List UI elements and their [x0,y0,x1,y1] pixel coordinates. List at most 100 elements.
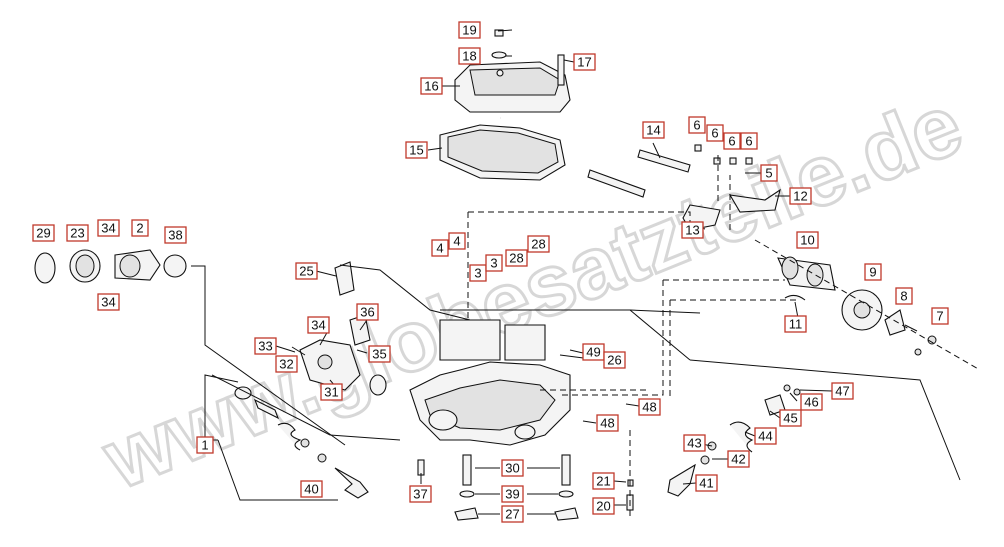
callout-23[interactable]: 23 [66,224,89,242]
svg-text:28: 28 [509,251,523,266]
svg-text:17: 17 [577,55,591,70]
callout-38[interactable]: 38 [164,226,187,244]
callout-16[interactable]: 16 [420,77,443,95]
callout-6c[interactable]: 6 [723,132,741,150]
svg-text:16: 16 [424,79,438,94]
svg-text:35: 35 [372,347,386,362]
svg-text:25: 25 [299,264,313,279]
svg-text:33: 33 [258,339,272,354]
callout-1[interactable]: 1 [196,436,214,454]
callout-33[interactable]: 33 [254,337,277,355]
callout-29[interactable]: 29 [32,224,55,242]
svg-text:21: 21 [596,474,610,489]
svg-text:13: 13 [685,223,699,238]
callout-20[interactable]: 20 [592,497,615,515]
callout-45[interactable]: 45 [779,409,802,427]
svg-text:29: 29 [36,226,50,241]
callout-42[interactable]: 42 [727,450,750,468]
callout-7[interactable]: 7 [931,307,949,325]
callout-8[interactable]: 8 [895,287,913,305]
callout-12[interactable]: 12 [789,187,812,205]
callout-34a[interactable]: 34 [97,219,120,237]
callout-15[interactable]: 15 [405,141,428,159]
callout-32[interactable]: 32 [275,355,298,373]
callout-28b[interactable]: 28 [527,235,550,253]
svg-text:2: 2 [136,221,143,236]
callout-14[interactable]: 14 [642,121,665,139]
svg-text:4: 4 [453,234,460,249]
svg-text:6: 6 [693,118,700,133]
svg-text:32: 32 [279,357,293,372]
callout-19[interactable]: 19 [458,21,481,39]
callout-40[interactable]: 40 [300,480,323,498]
callout-43[interactable]: 43 [683,434,706,452]
svg-text:10: 10 [800,233,814,248]
svg-text:19: 19 [462,23,476,38]
callout-6b[interactable]: 6 [706,124,724,142]
callout-34c[interactable]: 34 [307,316,330,334]
callout-25[interactable]: 25 [295,262,318,280]
svg-text:12: 12 [793,189,807,204]
callout-34b[interactable]: 34 [97,293,120,311]
svg-text:48: 48 [600,416,614,431]
callout-35[interactable]: 35 [368,345,391,363]
callout-4a[interactable]: 4 [431,239,449,257]
callout-31[interactable]: 31 [320,383,343,401]
callout-46[interactable]: 46 [800,393,823,411]
callout-48a[interactable]: 48 [638,398,661,416]
cylinder-head [409,319,571,446]
svg-text:14: 14 [646,123,660,138]
callout-18[interactable]: 18 [458,47,481,65]
callout-6a[interactable]: 6 [688,116,706,134]
callout-3a[interactable]: 3 [469,264,487,282]
rocker-group [587,144,781,231]
callout-27[interactable]: 27 [501,505,524,523]
callout-11[interactable]: 11 [784,315,807,333]
svg-text:46: 46 [804,395,818,410]
valve-cover-group [439,29,571,181]
svg-text:34: 34 [101,295,115,310]
callout-6d[interactable]: 6 [740,132,758,150]
callout-44[interactable]: 44 [754,427,777,445]
callout-39[interactable]: 39 [501,485,524,503]
svg-text:3: 3 [490,256,497,271]
callout-2[interactable]: 2 [131,219,149,237]
callout-21[interactable]: 21 [592,472,615,490]
callout-48b[interactable]: 48 [596,414,619,432]
svg-text:6: 6 [728,134,735,149]
svg-text:34: 34 [311,318,325,333]
svg-text:49: 49 [586,345,600,360]
svg-text:4: 4 [436,241,443,256]
svg-text:8: 8 [900,289,907,304]
svg-text:5: 5 [765,166,772,181]
svg-text:18: 18 [462,49,476,64]
callout-26[interactable]: 26 [603,351,626,369]
svg-text:15: 15 [409,143,423,158]
bottom-fasteners [417,454,634,521]
svg-text:28: 28 [531,237,545,252]
callout-13[interactable]: 13 [681,221,704,239]
svg-text:3: 3 [474,266,481,281]
svg-text:38: 38 [168,228,182,243]
callout-28a[interactable]: 28 [505,249,528,267]
callout-9[interactable]: 9 [864,263,882,281]
callout-49[interactable]: 49 [582,343,605,361]
svg-text:36: 36 [360,305,374,320]
callout-30[interactable]: 30 [501,459,524,477]
callout-36[interactable]: 36 [356,303,379,321]
callout-47[interactable]: 47 [831,382,854,400]
callout-37[interactable]: 37 [409,485,432,503]
callout-4b[interactable]: 4 [448,232,466,250]
svg-text:30: 30 [505,461,519,476]
svg-text:41: 41 [699,476,713,491]
dashed-assembly-lines [467,155,981,520]
callout-10[interactable]: 10 [796,231,819,249]
camshaft-group [777,256,937,356]
callout-3b[interactable]: 3 [485,254,503,272]
svg-text:6: 6 [711,126,718,141]
svg-text:40: 40 [304,482,318,497]
callout-5[interactable]: 5 [760,164,778,182]
callout-41[interactable]: 41 [695,474,718,492]
callout-17[interactable]: 17 [573,53,596,71]
